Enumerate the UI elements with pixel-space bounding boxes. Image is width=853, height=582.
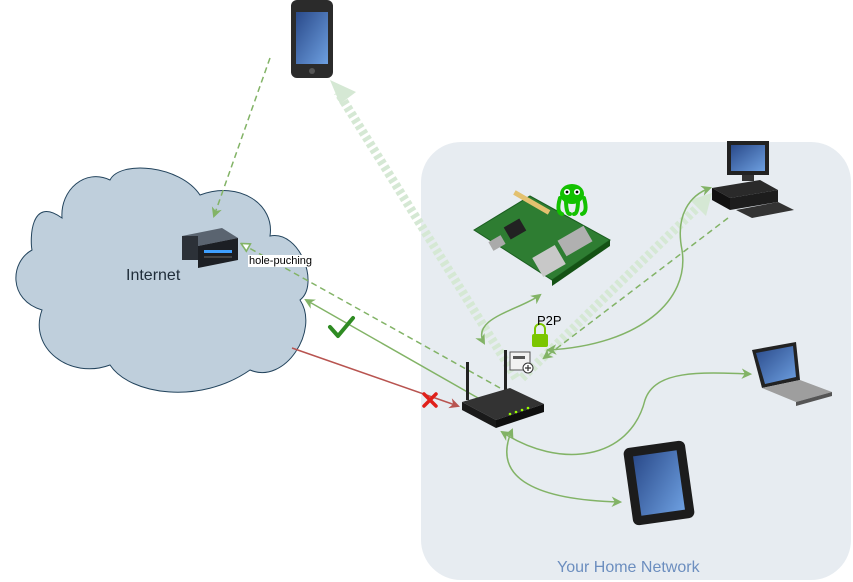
check-icon <box>328 316 355 338</box>
p2p-label: P2P <box>537 313 562 328</box>
tablet-icon <box>623 440 695 526</box>
home-network-label: Your Home Network <box>557 559 700 576</box>
lock-icon <box>532 323 548 347</box>
router-to-desktop-line <box>545 185 712 355</box>
server-icon <box>182 228 238 268</box>
phone-to-server-line <box>211 57 271 218</box>
blocked-connection-line <box>291 347 460 409</box>
router-to-raspberry-line <box>475 293 542 345</box>
cross-icon <box>422 392 438 408</box>
internet-cloud <box>15 167 309 393</box>
desktop-computer-icon <box>712 141 794 218</box>
internet-label: Internet <box>126 267 181 284</box>
router-to-tablet-line <box>503 428 623 508</box>
octoprint-octopus-icon <box>556 184 588 216</box>
smartphone-icon <box>291 0 333 78</box>
network-agent-icon <box>509 351 534 374</box>
laptop-icon <box>752 342 832 406</box>
router-icon <box>462 350 544 428</box>
router-to-internet-line <box>304 298 479 399</box>
hole-punching-label: hole-puching <box>248 255 313 267</box>
raspberry-pi-icon <box>473 190 611 286</box>
